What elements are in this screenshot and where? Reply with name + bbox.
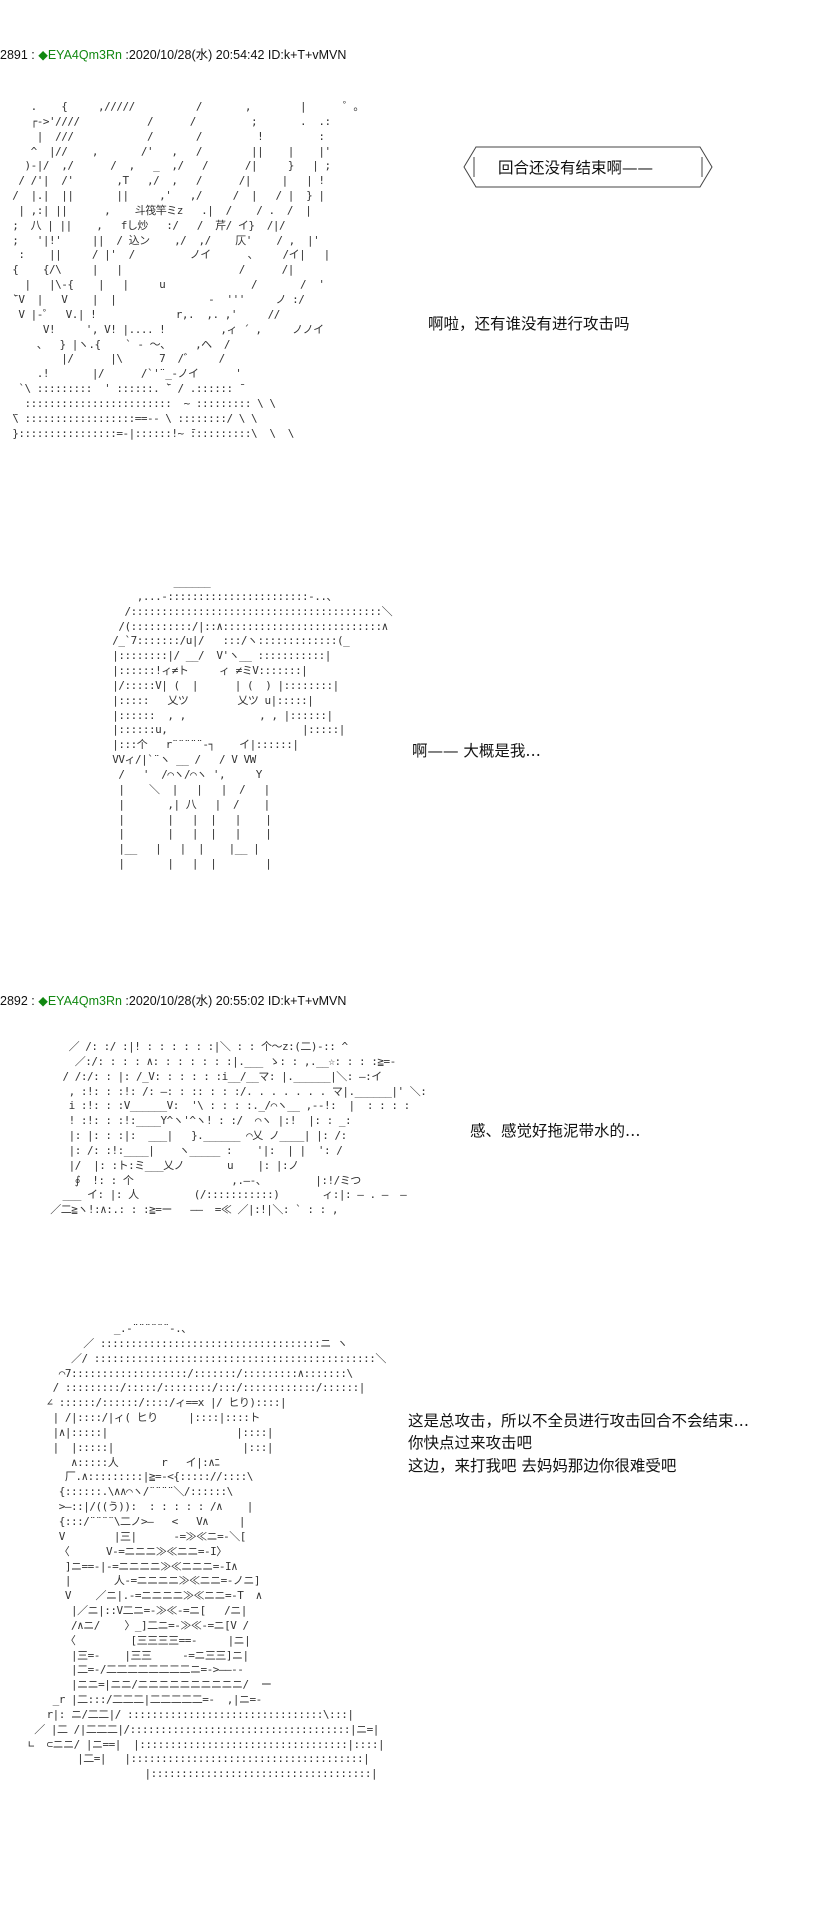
post-meta: :2020/10/28(水) 20:54:42 ID:k+T+vMVN — [121, 48, 347, 62]
post-author-name[interactable]: ◆EYA4Qm3Rn — [38, 994, 122, 1008]
ascii-art-character-3: ／ /: :/ :|! : : : : : :|＼ : : 个～z:(二)-::… — [50, 1040, 427, 1217]
post-author-name[interactable]: ◆EYA4Qm3Rn — [38, 48, 122, 62]
dialogue-line: 这边，来打我吧 去妈妈那边你很难受吧 — [408, 1456, 677, 1475]
post-header-2892: 2892 : ◆EYA4Qm3Rn :2020/10/28(水) 20:55:0… — [0, 990, 346, 1009]
speech-bubble-outline — [463, 146, 713, 188]
post-meta: :2020/10/28(水) 20:55:02 ID:k+T+vMVN — [121, 994, 347, 1008]
dialogue-line: 啊—— 大概是我… — [412, 742, 541, 760]
post-header-2891: 2891 : ◆EYA4Qm3Rn :2020/10/28(水) 20:54:4… — [0, 44, 346, 63]
dialogue-block: 这是总攻击，所以不全员进行攻击回合不会结束… 你快点过来攻击吧 这边，来打我吧 … — [408, 1410, 749, 1477]
ascii-art-character-4: _.‐¨¨¨¨¨¨‐.、 ／ :::::::::::::::::::::::::… — [28, 1322, 386, 1781]
post-separator: : — [27, 994, 39, 1008]
ascii-art-character-1: . { ,///// / , | ゜。 ┌->'//// / / ; . .: … — [6, 100, 364, 440]
post-number: 2892 — [0, 994, 28, 1008]
dialogue-line: 这是总攻击，所以不全员进行攻击回合不会结束… — [408, 1412, 750, 1430]
speech-bubble: 回合还没有结束啊—— — [460, 143, 716, 191]
dialogue-line: 感、感觉好拖泥带水的… — [470, 1122, 641, 1140]
post-number: 2891 — [0, 48, 28, 62]
dialogue-line: 回合还没有结束啊—— — [498, 159, 654, 177]
dialogue-line: 你快点过来攻击吧 — [408, 1434, 533, 1453]
dialogue-line: 啊啦，还有谁没有进行攻击吗 — [428, 315, 630, 333]
post-separator: : — [27, 48, 39, 62]
ascii-art-character-2: ______ ,...-:::::::::::::::::::::::-..、 … — [112, 575, 393, 871]
